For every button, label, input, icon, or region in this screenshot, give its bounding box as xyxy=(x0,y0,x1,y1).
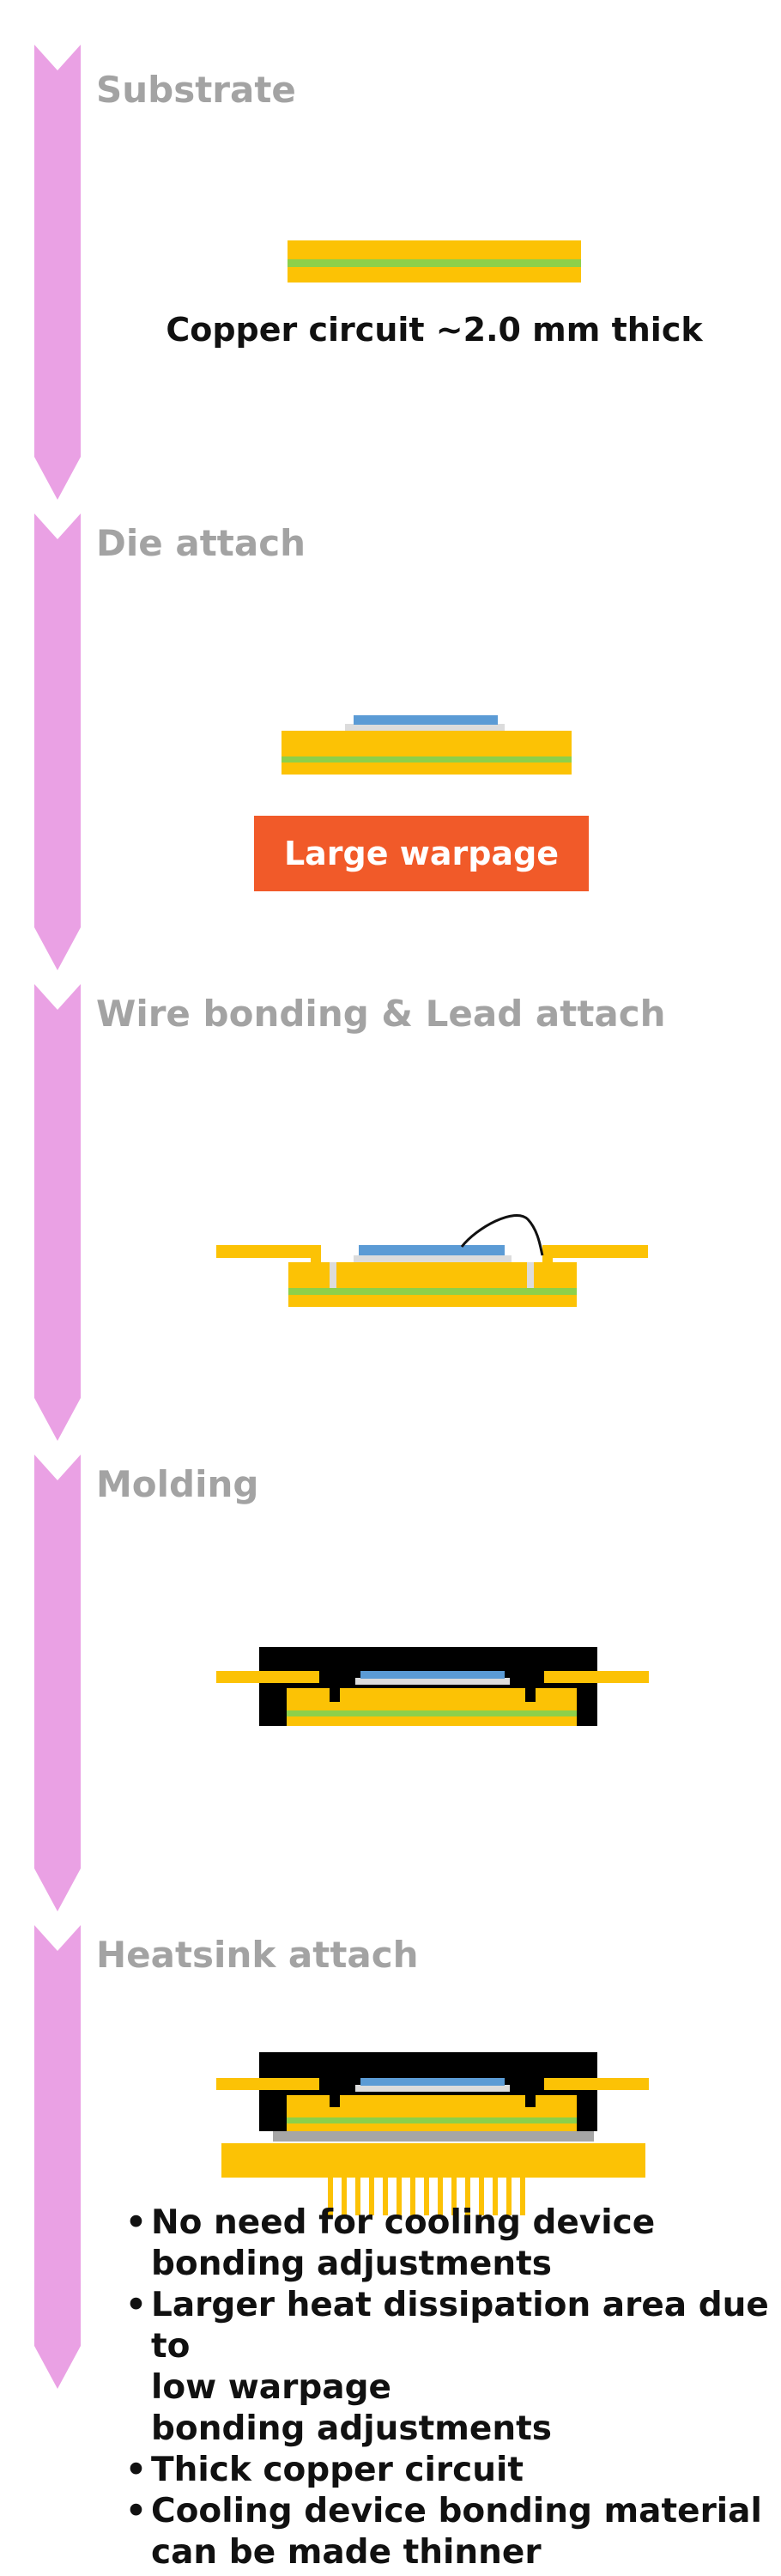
step-title-substrate: Substrate xyxy=(96,69,296,111)
step-title-heatsink-attach: Heatsink attach xyxy=(96,1934,419,1976)
solder-layer xyxy=(345,724,505,731)
benefit-line: No need for cooling device xyxy=(151,2203,656,2242)
flow-arrow-1 xyxy=(34,45,81,500)
copper-circuit xyxy=(288,240,581,259)
benefit-line: bonding adjustments xyxy=(151,2245,552,2283)
solder-layer xyxy=(354,1255,512,1262)
lead-frame-left xyxy=(216,1245,319,1258)
benefits-list: • No need for cooling device bonding adj… xyxy=(120,2202,772,2573)
copper-base xyxy=(287,1716,577,1726)
lead-frame-right xyxy=(544,2078,649,2090)
heatsink-attach-diagram xyxy=(216,2052,649,2215)
step-title-wire-bonding: Wire bonding & Lead attach xyxy=(96,993,666,1035)
semiconductor-die xyxy=(354,715,498,725)
benefit-line: Thick copper circuit xyxy=(151,2451,524,2489)
semiconductor-die xyxy=(359,1245,505,1255)
benefit-line: bonding adjustments xyxy=(151,2409,552,2448)
benefit-item: • No need for cooling device bonding adj… xyxy=(120,2202,772,2285)
flow-arrow-3 xyxy=(34,984,81,1441)
step-title-die-attach: Die attach xyxy=(96,522,306,564)
bullet-dot: • xyxy=(125,2492,147,2530)
benefit-line: Cooling device bonding material xyxy=(151,2492,762,2530)
thermal-interface-material xyxy=(273,2131,594,2142)
substrate-caption: Copper circuit ~2.0 mm thick xyxy=(166,311,703,349)
molding-diagram xyxy=(216,1647,649,1726)
flow-arrow-5 xyxy=(34,1925,81,2389)
benefit-line: can be made thinner xyxy=(151,2533,542,2572)
lead-frame-right xyxy=(544,1671,649,1683)
flow-arrow-2 xyxy=(34,513,81,970)
bullet-dot: • xyxy=(125,2451,147,2489)
lead-post-left xyxy=(330,2078,340,2107)
copper-base xyxy=(288,1295,577,1307)
semiconductor-die xyxy=(360,2078,505,2086)
benefit-item: • Cooling device bonding material can be… xyxy=(120,2491,772,2573)
warpage-badge: Large warpage xyxy=(254,816,589,891)
solder-layer xyxy=(355,1678,510,1685)
insulating-layer xyxy=(288,259,581,267)
lead-frame-right xyxy=(545,1245,648,1258)
lead-post-right xyxy=(525,1671,536,1702)
benefit-item: • Larger heat dissipation area due to lo… xyxy=(120,2285,772,2450)
wire-bonding-diagram xyxy=(216,1214,648,1307)
insulating-layer xyxy=(287,1710,577,1716)
semiconductor-die xyxy=(360,1671,505,1679)
die-attach-diagram xyxy=(282,715,572,775)
gap-right xyxy=(527,1262,534,1288)
lead-post-left xyxy=(330,1671,340,1702)
bullet-dot: • xyxy=(125,2203,147,2242)
step-title-molding: Molding xyxy=(96,1463,259,1505)
insulating-layer xyxy=(287,2117,577,2123)
bond-wire xyxy=(460,1214,544,1256)
insulating-layer xyxy=(288,1288,577,1295)
flow-arrow-4 xyxy=(34,1455,81,1911)
insulating-layer xyxy=(282,756,572,762)
lead-post-right xyxy=(525,2078,536,2107)
lead-frame-left xyxy=(216,2078,319,2090)
copper-base xyxy=(288,267,581,283)
copper-circuit xyxy=(282,731,572,756)
lead-frame-left xyxy=(216,1671,319,1683)
gap-left xyxy=(330,1262,336,1288)
benefit-item: • Thick copper circuit xyxy=(120,2450,772,2491)
solder-layer xyxy=(355,2085,510,2092)
bullet-dot: • xyxy=(125,2286,147,2324)
copper-base xyxy=(282,762,572,775)
copper-base xyxy=(287,2123,577,2131)
benefit-line: low warpage xyxy=(151,2368,391,2407)
substrate-diagram xyxy=(288,240,581,283)
heatsink-base xyxy=(221,2143,645,2178)
benefit-line: Larger heat dissipation area due to xyxy=(151,2286,769,2366)
heatsink-fins xyxy=(328,2178,525,2215)
